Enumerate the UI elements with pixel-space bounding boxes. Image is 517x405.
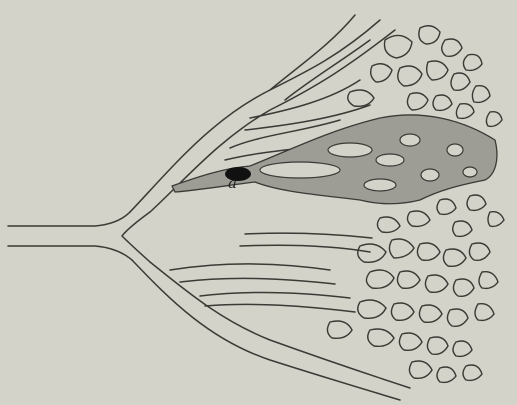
capillary-network-upper bbox=[348, 26, 502, 127]
shaded-space-1 bbox=[260, 162, 340, 178]
shaded-space-3 bbox=[376, 154, 404, 166]
shaded-space-7 bbox=[364, 179, 396, 191]
shaded-space-6 bbox=[447, 144, 463, 156]
shaded-space-5 bbox=[421, 169, 439, 181]
lower-twig-4 bbox=[180, 278, 335, 284]
shaded-space-4 bbox=[400, 134, 420, 146]
shaded-space-2 bbox=[328, 143, 372, 157]
lower-twig-5 bbox=[240, 245, 370, 252]
label-a: a bbox=[228, 174, 237, 192]
main-trunk-lower-wall bbox=[8, 246, 132, 260]
capillary-network-lower bbox=[327, 239, 498, 382]
upper-twig-6 bbox=[285, 40, 370, 100]
lower-twig-2 bbox=[205, 304, 355, 312]
lower-branch-outer bbox=[132, 260, 400, 400]
shaded-vessel bbox=[172, 115, 497, 204]
lower-twig-1 bbox=[200, 292, 350, 298]
shaded-space-8 bbox=[463, 167, 477, 177]
lower-twig-3 bbox=[170, 264, 330, 270]
lower-twig-6 bbox=[245, 233, 372, 238]
main-trunk-upper-wall bbox=[8, 212, 130, 226]
upper-twig-5 bbox=[270, 15, 355, 90]
main-trunk-fork-inner bbox=[122, 212, 150, 262]
